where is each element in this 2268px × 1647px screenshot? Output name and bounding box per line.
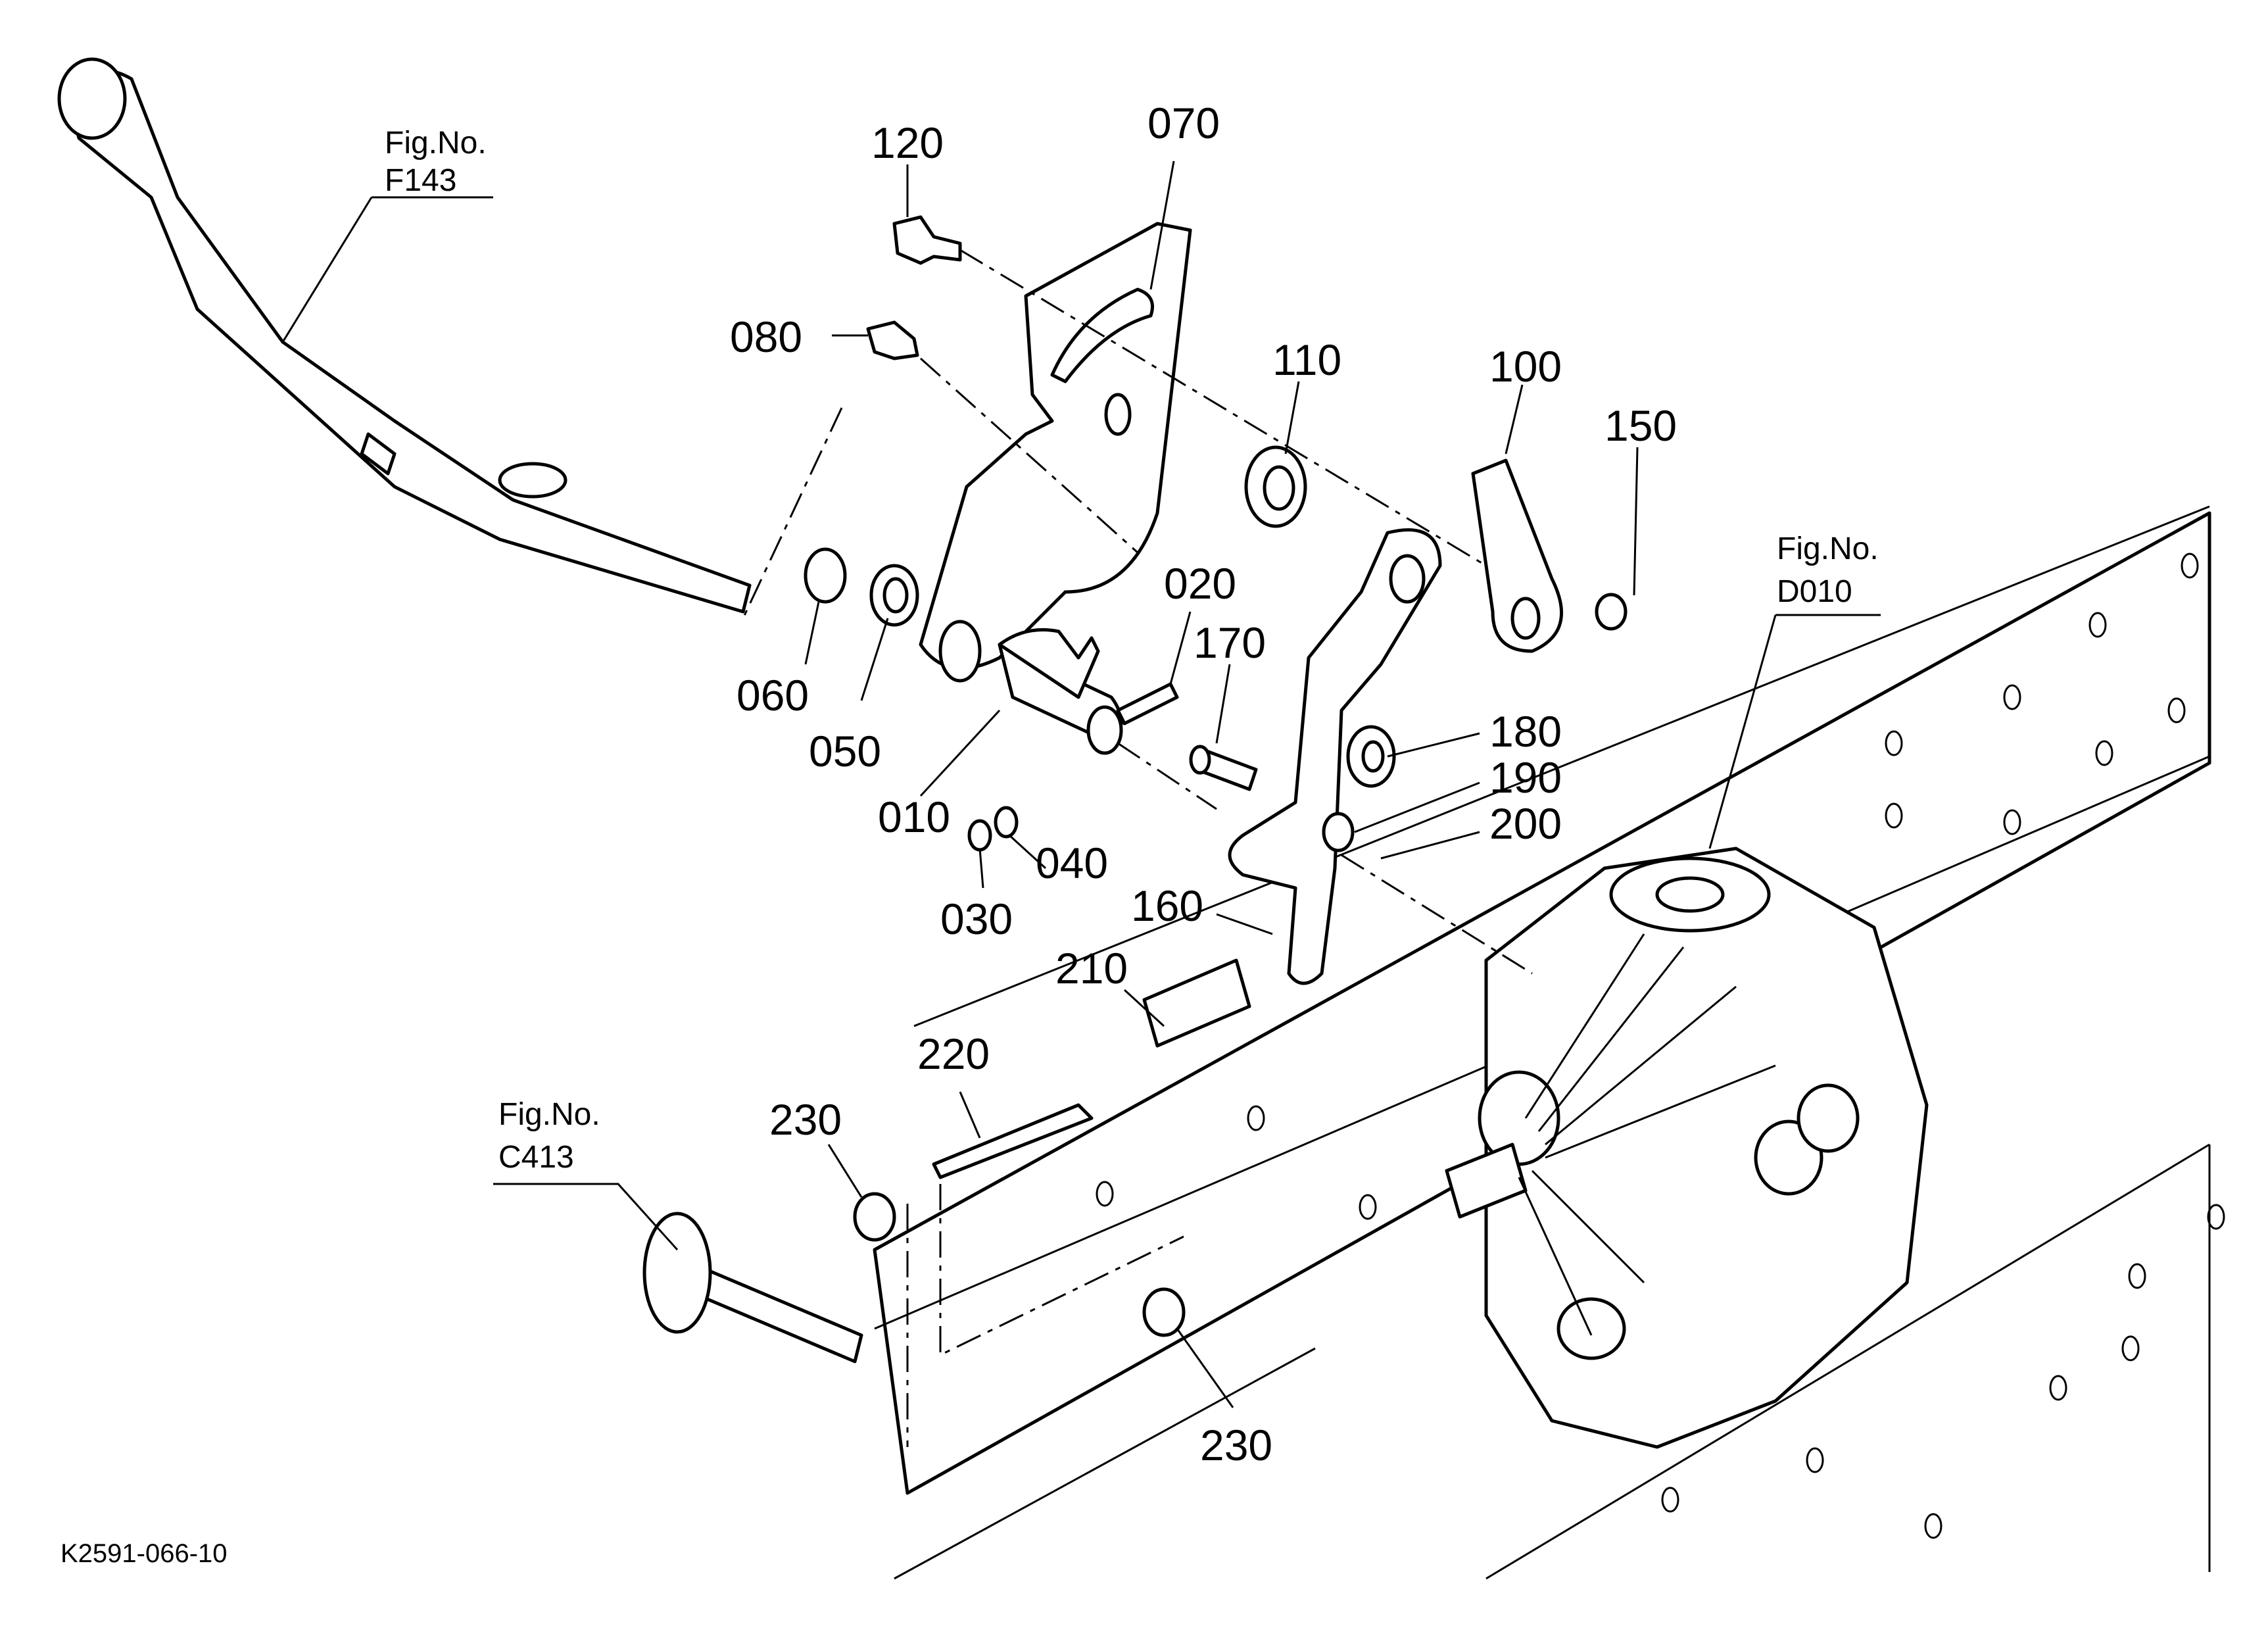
part-label-030: 030: [940, 895, 1013, 943]
part-label-170: 170: [1194, 618, 1266, 667]
part-label-020: 020: [1164, 559, 1236, 608]
fig-ref-code: F143: [385, 163, 456, 198]
part-label-200: 200: [1489, 799, 1562, 848]
fig-ref-title: Fig.No.: [498, 1097, 600, 1132]
part-label-220: 220: [917, 1029, 990, 1078]
part-label-190: 190: [1489, 753, 1562, 802]
fig-ref-f143: Fig.No. F143: [385, 126, 487, 198]
small-parts: [642, 215, 1628, 1364]
part-label-210: 210: [1055, 944, 1128, 993]
plate-070: [919, 222, 1192, 683]
part-label-070: 070: [1147, 99, 1220, 147]
part-label-230-lower: 230: [1200, 1421, 1272, 1469]
leader-lines: [281, 160, 1881, 1447]
part-label-010: 010: [878, 793, 950, 841]
arm-160: [1228, 528, 1442, 985]
fig-ref-c413: Fig.No. C413: [498, 1097, 600, 1175]
part-label-230-upper: 230: [769, 1095, 842, 1144]
arm-010: [998, 628, 1123, 755]
fig-ref-title: Fig.No.: [1777, 531, 1879, 566]
part-label-040: 040: [1036, 839, 1108, 887]
part-label-100: 100: [1489, 342, 1562, 391]
fig-ref-title: Fig.No.: [385, 126, 487, 160]
part-label-180: 180: [1489, 707, 1562, 756]
lever-100: [1471, 458, 1563, 653]
fig-ref-code: C413: [498, 1140, 574, 1175]
part-label-080: 080: [730, 312, 802, 361]
part-label-050: 050: [809, 727, 881, 775]
drawing-code: K2591-066-10: [60, 1539, 228, 1568]
fig-ref-d010: Fig.No. D010: [1777, 531, 1879, 609]
control-lever: [57, 57, 752, 614]
part-label-060: 060: [736, 671, 809, 720]
transmission-housing: [1445, 847, 1929, 1449]
part-label-160: 160: [1131, 881, 1203, 930]
part-label-150: 150: [1604, 401, 1677, 450]
part-label-110: 110: [1272, 335, 1341, 384]
fig-ref-code: D010: [1777, 574, 1852, 609]
part-label-120: 120: [871, 118, 944, 167]
